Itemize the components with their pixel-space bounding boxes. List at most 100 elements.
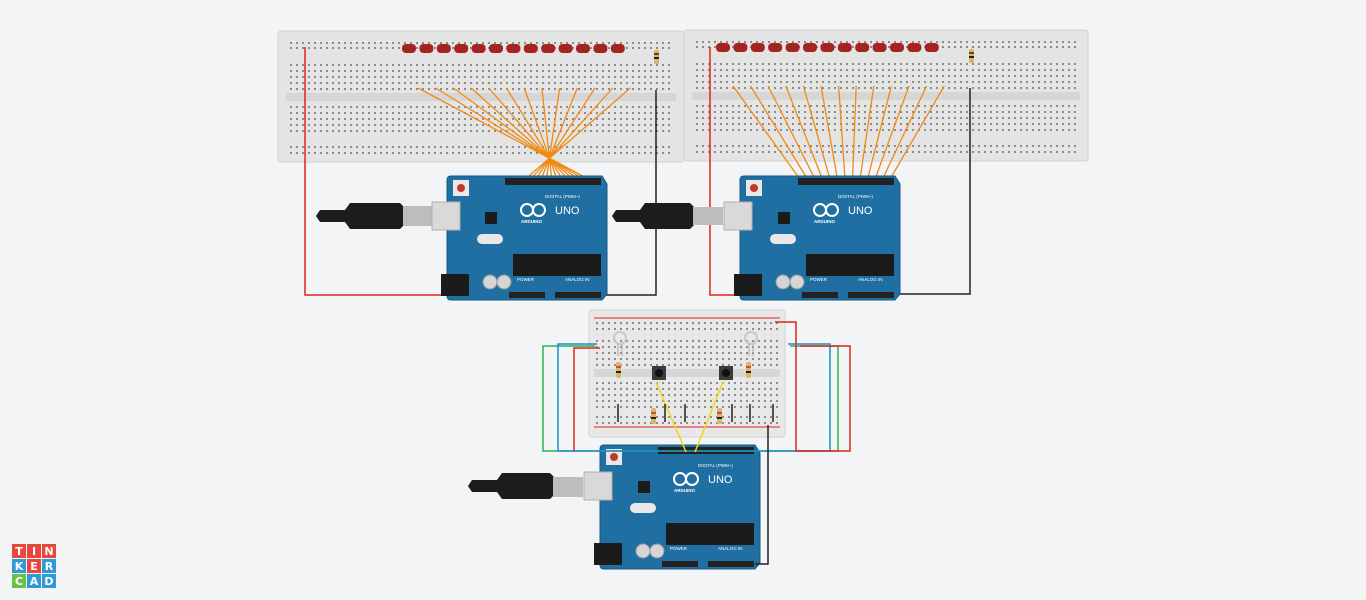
wire-orange[interactable] xyxy=(820,85,839,183)
wire-orange[interactable] xyxy=(523,87,559,183)
led[interactable] xyxy=(454,44,469,53)
hole xyxy=(744,111,746,113)
led[interactable] xyxy=(907,43,922,52)
wire-orange[interactable] xyxy=(470,87,577,183)
led[interactable] xyxy=(785,43,800,52)
led[interactable] xyxy=(837,43,852,52)
pushbutton-right[interactable] xyxy=(719,366,733,380)
led-bottom-right[interactable] xyxy=(744,331,758,356)
breadboard-bottom[interactable] xyxy=(588,309,786,438)
wire-orange[interactable] xyxy=(866,85,893,183)
led-row-right[interactable] xyxy=(716,43,939,52)
wire-orange[interactable] xyxy=(533,87,596,183)
led[interactable] xyxy=(558,44,573,53)
led[interactable] xyxy=(716,43,730,52)
wire-orange[interactable] xyxy=(488,87,571,183)
wire-orange[interactable] xyxy=(539,87,578,183)
led[interactable] xyxy=(436,44,451,53)
hole xyxy=(608,70,610,72)
hole xyxy=(518,124,520,126)
hole xyxy=(900,145,902,147)
hole xyxy=(380,112,382,114)
breadboard-right[interactable] xyxy=(683,29,1089,162)
hole xyxy=(548,146,550,148)
wire-orange[interactable] xyxy=(785,85,825,183)
usb-cable-left[interactable] xyxy=(316,201,461,231)
led[interactable] xyxy=(924,43,939,52)
hole xyxy=(380,124,382,126)
led[interactable] xyxy=(402,44,416,53)
led[interactable] xyxy=(506,44,521,53)
wire-orange[interactable] xyxy=(858,85,875,183)
resistor-bottom-2[interactable] xyxy=(746,362,751,378)
led[interactable] xyxy=(855,43,870,52)
resistor-bottom-4[interactable] xyxy=(717,408,722,424)
wire-orange[interactable] xyxy=(521,87,631,183)
hole xyxy=(948,69,950,71)
wire-red-bottom-right[interactable] xyxy=(775,321,851,452)
led[interactable] xyxy=(419,44,434,53)
resistor-bottom-1[interactable] xyxy=(616,362,621,378)
wire-orange[interactable] xyxy=(750,85,810,183)
wire-orange[interactable] xyxy=(435,87,589,183)
wire-orange[interactable] xyxy=(837,85,846,183)
led[interactable] xyxy=(803,43,817,52)
wire-orange[interactable] xyxy=(527,87,614,183)
led[interactable] xyxy=(750,43,765,52)
hole xyxy=(768,75,770,77)
led[interactable] xyxy=(489,44,503,53)
wire-black-left[interactable] xyxy=(600,90,657,296)
hole xyxy=(870,129,872,131)
resistor-bottom-3[interactable] xyxy=(651,408,656,424)
wire-bundle-right[interactable] xyxy=(732,85,945,183)
led[interactable] xyxy=(523,44,538,53)
led[interactable] xyxy=(576,44,590,53)
wire-black-bottom[interactable] xyxy=(755,425,769,565)
led[interactable] xyxy=(768,43,783,52)
wire-orange[interactable] xyxy=(453,87,583,183)
wire-orange[interactable] xyxy=(545,87,561,183)
wire-yellow-left[interactable] xyxy=(655,381,687,453)
wire-orange[interactable] xyxy=(880,85,928,183)
led-bottom-left[interactable] xyxy=(613,331,627,356)
led[interactable] xyxy=(471,44,486,53)
power-jack[interactable] xyxy=(734,274,762,296)
wire-red-left[interactable] xyxy=(304,47,485,296)
resistor-left[interactable] xyxy=(654,50,659,64)
wire-orange[interactable] xyxy=(873,85,910,183)
resistor-right[interactable] xyxy=(969,49,974,63)
wire-orange[interactable] xyxy=(802,85,832,183)
power-jack[interactable] xyxy=(594,543,622,565)
wire-bundle-left[interactable] xyxy=(417,87,631,183)
led-row-left[interactable] xyxy=(402,44,625,53)
wire-orange[interactable] xyxy=(417,87,595,183)
power-jack[interactable] xyxy=(441,274,469,296)
hole xyxy=(440,152,442,154)
usb-cable-right[interactable] xyxy=(612,201,753,231)
led[interactable] xyxy=(890,43,904,52)
wire-orange[interactable] xyxy=(767,85,817,183)
wire-orange[interactable] xyxy=(851,85,857,183)
wire-yellow-right[interactable] xyxy=(694,381,724,453)
wire-blue[interactable] xyxy=(557,343,831,452)
hole xyxy=(644,130,646,132)
wire-orange[interactable] xyxy=(505,87,565,183)
led[interactable] xyxy=(593,44,608,53)
led[interactable] xyxy=(541,44,556,53)
pushbutton-left[interactable] xyxy=(652,366,666,380)
hole xyxy=(870,69,872,71)
led[interactable] xyxy=(872,43,887,52)
wire-red-bottom-left[interactable] xyxy=(573,347,600,451)
led[interactable] xyxy=(733,43,748,52)
wire-orange[interactable] xyxy=(732,85,803,183)
led[interactable] xyxy=(820,43,835,52)
wire-orange[interactable] xyxy=(887,85,945,183)
usb-cable-bottom[interactable] xyxy=(468,471,613,501)
wire-black-right[interactable] xyxy=(895,88,971,295)
wire-orange[interactable] xyxy=(541,87,553,183)
led[interactable] xyxy=(610,44,625,53)
